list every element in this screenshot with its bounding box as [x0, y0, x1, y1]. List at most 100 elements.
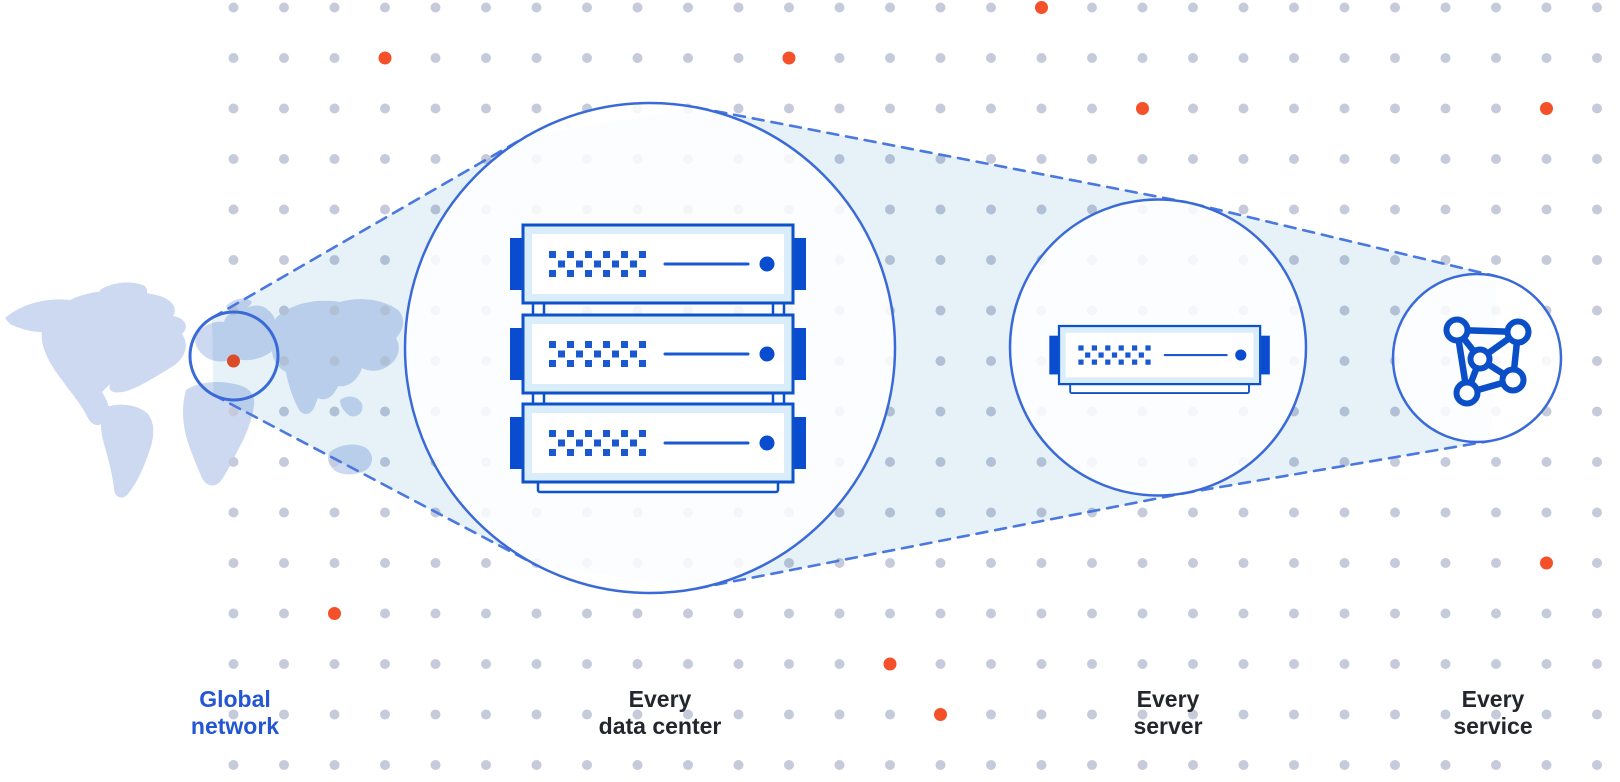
- grid-dot: [1087, 2, 1097, 13]
- accent-dot: [1540, 556, 1553, 570]
- grid-dot: [1491, 255, 1501, 265]
- grid-dot: [1440, 608, 1451, 619]
- grid-dot: [531, 2, 542, 13]
- grid-dot: [1440, 204, 1451, 215]
- grid-dot: [1137, 507, 1148, 518]
- grid-dot: [279, 608, 289, 619]
- grid-dot: [1087, 103, 1097, 114]
- accent-dot: [1035, 1, 1048, 14]
- grid-dot: [1339, 154, 1350, 164]
- north-america: [5, 290, 186, 426]
- grid-dot: [1390, 154, 1400, 164]
- grid-dot: [380, 154, 390, 164]
- grid-dot: [1541, 608, 1552, 619]
- grid-dot: [1592, 103, 1602, 114]
- grid-dot: [1541, 154, 1552, 164]
- grid-dot: [885, 709, 895, 720]
- grid-dot: [1137, 558, 1148, 568]
- grid-dot: [329, 659, 340, 669]
- grid-dot: [986, 760, 996, 770]
- accent-dot: [1540, 102, 1553, 115]
- grid-dot: [1491, 103, 1501, 114]
- grid-dot: [834, 659, 845, 669]
- grid-dot: [531, 103, 542, 114]
- grid-dot: [1238, 760, 1249, 770]
- grid-dot: [1440, 457, 1451, 467]
- grid-dot: [885, 608, 895, 619]
- grid-dot: [733, 709, 744, 720]
- grid-dot: [1592, 608, 1602, 619]
- grid-dot: [1036, 709, 1047, 720]
- grid-dot: [430, 154, 441, 164]
- grid-dot: [632, 659, 643, 669]
- grid-dot: [380, 608, 390, 619]
- grid-dot: [1036, 103, 1047, 114]
- grid-dot: [279, 204, 289, 215]
- label-every-service: Every service: [1453, 686, 1532, 740]
- label-line: service: [1453, 713, 1533, 739]
- grid-dot: [1188, 103, 1198, 114]
- server-rack-icon: [508, 223, 808, 494]
- greenland: [100, 282, 148, 307]
- grid-dot: [1592, 558, 1602, 568]
- grid-dot: [1238, 608, 1249, 619]
- grid-dot: [784, 659, 794, 669]
- grid-dot: [733, 760, 744, 770]
- grid-dot: [935, 53, 946, 63]
- accent-dot: [378, 51, 392, 65]
- grid-dot: [1087, 608, 1097, 619]
- grid-dot: [1339, 709, 1350, 720]
- grid-dot: [1188, 709, 1198, 720]
- grid-dot: [430, 103, 441, 114]
- grid-dot: [380, 558, 390, 568]
- grid-dot: [1137, 760, 1148, 770]
- grid-dot: [1592, 255, 1602, 265]
- grid-dot: [1339, 659, 1350, 669]
- grid-dot: [1440, 760, 1451, 770]
- grid-dot: [380, 709, 390, 720]
- grid-dot: [481, 659, 491, 669]
- grid-dot: [329, 53, 340, 63]
- grid-dot: [1137, 659, 1148, 669]
- grid-dot: [1390, 457, 1400, 467]
- grid-dot: [834, 103, 845, 114]
- grid-dot: [582, 2, 592, 13]
- grid-dot: [279, 255, 289, 265]
- grid-dot: [1036, 608, 1047, 619]
- grid-dot: [1087, 558, 1097, 568]
- grid-dot: [228, 103, 239, 114]
- grid-dot: [1390, 53, 1400, 63]
- grid-dot: [935, 760, 946, 770]
- grid-dot: [935, 659, 946, 669]
- grid-dot: [228, 558, 239, 568]
- grid-dot: [329, 204, 340, 215]
- server-icon: [1048, 324, 1271, 394]
- grid-dot: [430, 2, 441, 13]
- grid-dot: [1541, 255, 1552, 265]
- grid-dot: [1137, 709, 1148, 720]
- grid-dot: [329, 760, 340, 770]
- grid-dot: [1238, 507, 1249, 518]
- grid-dot: [582, 760, 592, 770]
- grid-dot: [885, 558, 895, 568]
- grid-dot: [380, 760, 390, 770]
- grid-dot: [1238, 53, 1249, 63]
- grid-dot: [1592, 2, 1602, 13]
- grid-dot: [228, 507, 239, 518]
- grid-dot: [1137, 2, 1148, 13]
- grid-dot: [733, 608, 744, 619]
- grid-dot: [279, 760, 289, 770]
- grid-dot: [1087, 154, 1097, 164]
- grid-dot: [935, 2, 946, 13]
- grid-dot: [784, 760, 794, 770]
- grid-dot: [1440, 2, 1451, 13]
- grid-dot: [279, 709, 289, 720]
- grid-dot: [380, 204, 390, 215]
- grid-dot: [1289, 204, 1299, 215]
- grid-dot: [1440, 103, 1451, 114]
- grid-dot: [1238, 659, 1249, 669]
- grid-dot: [1592, 305, 1602, 316]
- grid-dot: [986, 2, 996, 13]
- grid-dot: [1491, 2, 1501, 13]
